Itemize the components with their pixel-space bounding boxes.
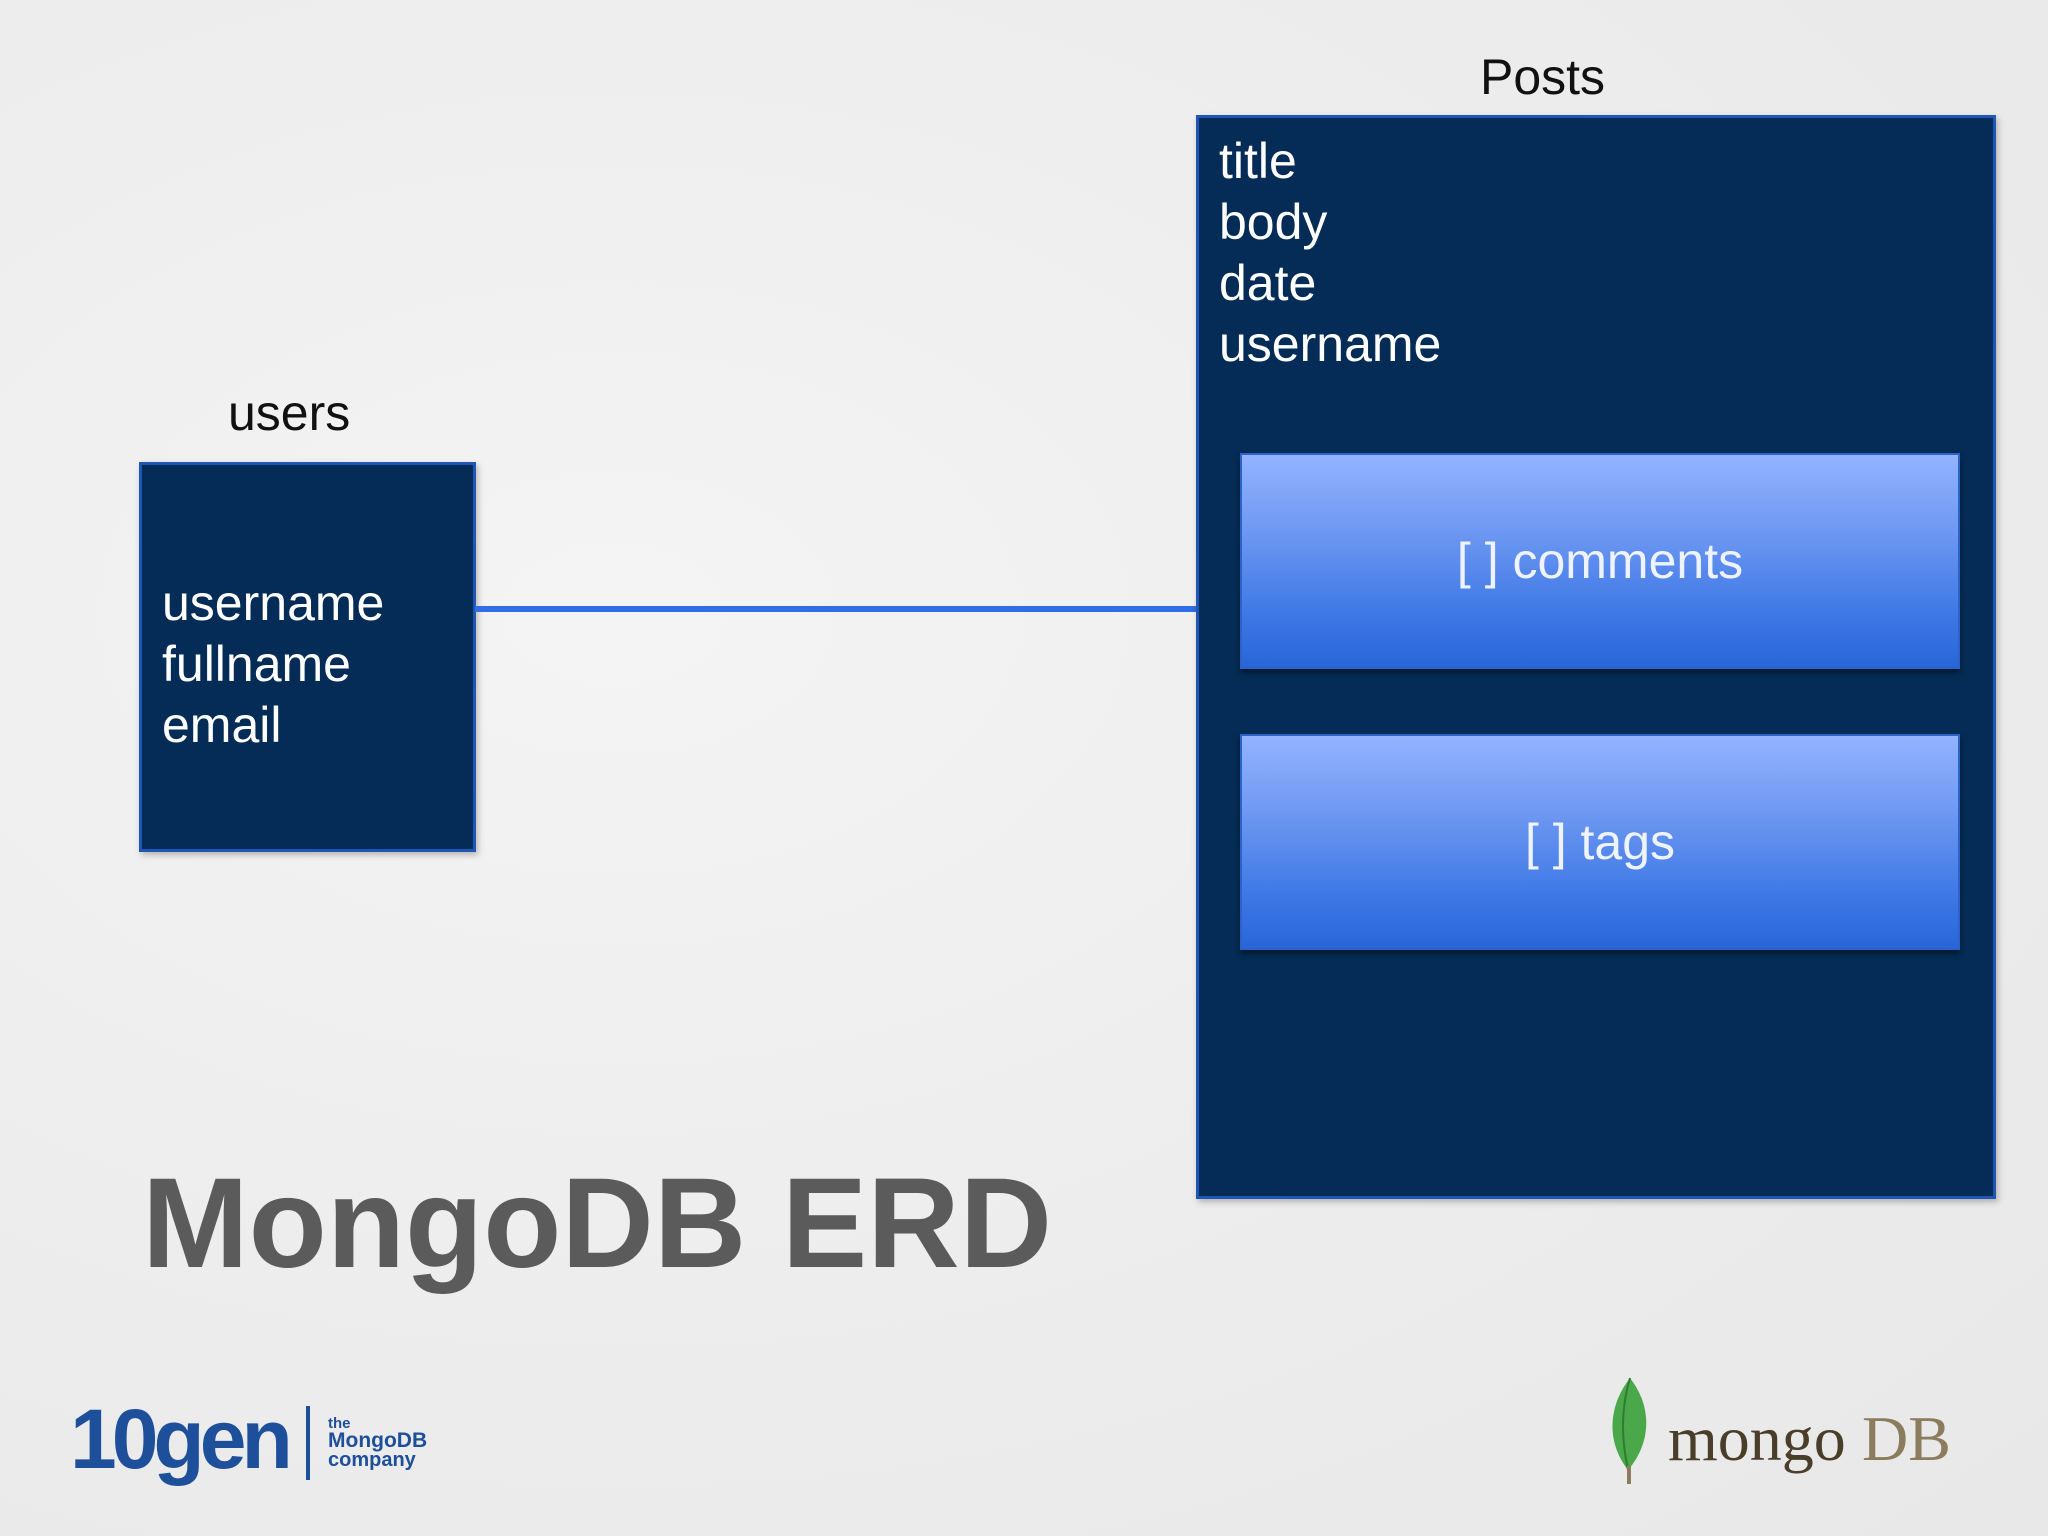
svg-text:DB: DB xyxy=(1862,1403,1951,1474)
users-field-list: username fullname email xyxy=(162,573,384,756)
posts-field-username: username xyxy=(1219,316,1442,372)
svg-text:MongoDB: MongoDB xyxy=(328,1429,427,1452)
posts-field-list: title body date username xyxy=(1219,131,1441,375)
tags-array-label: [ ] tags xyxy=(1524,814,1676,870)
slide-title: MongoDB ERD xyxy=(142,1152,1053,1295)
posts-field-date: date xyxy=(1219,255,1317,311)
mongodb-logo: mongo DB xyxy=(1612,1377,1951,1484)
svg-text:the: the xyxy=(328,1415,351,1432)
svg-text:company: company xyxy=(328,1449,417,1471)
users-field-fullname: fullname xyxy=(162,636,351,692)
users-entity-label: users xyxy=(228,385,351,441)
leaf-icon xyxy=(1612,1377,1647,1484)
users-posts-connector xyxy=(475,606,1197,612)
comments-array-label: [ ] comments xyxy=(1456,533,1744,589)
posts-embedded-comments: [ ] comments xyxy=(1240,453,1960,669)
users-field-email: email xyxy=(162,697,282,753)
posts-field-title: title xyxy=(1219,133,1297,189)
posts-embedded-tags: [ ] tags xyxy=(1240,734,1960,950)
users-entity-box: username fullname email xyxy=(139,462,476,852)
svg-text:mongo: mongo xyxy=(1668,1403,1846,1474)
users-field-username: username xyxy=(162,575,385,631)
posts-field-body: body xyxy=(1219,194,1328,250)
posts-entity-label: Posts xyxy=(1480,49,1606,105)
10gen-logo: 10gen the MongoDB company xyxy=(70,1392,427,1486)
posts-entity-box: title body date username [ ] comments [ … xyxy=(1196,115,1996,1199)
svg-text:10gen: 10gen xyxy=(70,1392,288,1486)
